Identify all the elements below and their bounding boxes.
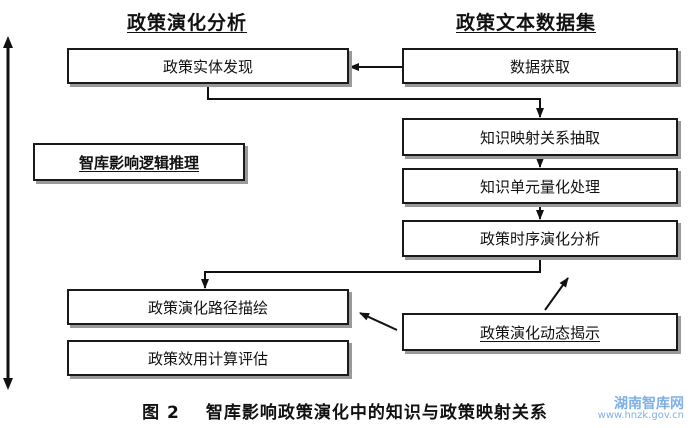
left-heading: 政策演化分析 [127, 12, 248, 34]
box-data-acquisition: 数据获取 [402, 48, 678, 84]
box-temporal-analysis: 政策时序演化分析 [402, 220, 678, 257]
arrow-dynamic-to-temporal [544, 277, 569, 311]
figure-number: 图 2 [142, 403, 180, 423]
arrow-entity-to-mapping [207, 84, 544, 118]
box-quantization: 知识单元量化处理 [402, 168, 678, 204]
box-entity-discovery: 政策实体发现 [67, 48, 349, 84]
box-knowledge-mapping: 知识映射关系抽取 [402, 118, 678, 156]
box-effect-calculation: 政策效用计算评估 [67, 340, 349, 376]
figure-title: 智库影响政策演化中的知识与政策映射关系 [205, 403, 548, 423]
arrow-temporal-to-path [201, 257, 541, 289]
arrow-dynamic-to-path [359, 312, 398, 331]
box-path-depiction: 政策演化路径描绘 [67, 289, 349, 325]
figure-caption: 图 2 智库影响政策演化中的知识与政策映射关系 [0, 398, 690, 423]
watermark-title: 湖南智库网 [614, 396, 684, 412]
watermark-url: www.hnzk.gov.cn [597, 410, 684, 421]
watermark: 湖南智库网 www.hnzk.gov.cn [598, 397, 684, 421]
right-heading: 政策文本数据集 [456, 12, 597, 34]
box-inference: 智库影响逻辑推理 [33, 143, 245, 181]
box-dynamic-reveal: 政策演化动态揭示 [402, 313, 678, 351]
